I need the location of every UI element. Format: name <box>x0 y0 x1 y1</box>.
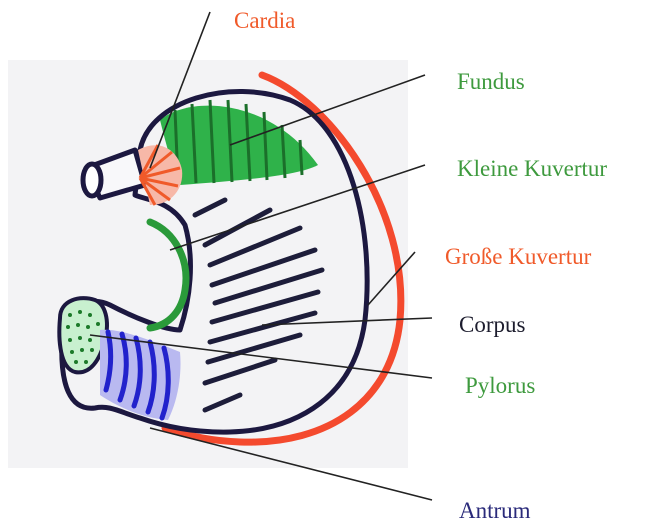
label-grosse-kuvertur: Große Kuvertur <box>445 245 591 268</box>
label-cardia: Cardia <box>234 9 295 32</box>
label-corpus: Corpus <box>459 313 525 336</box>
label-antrum: Antrum <box>459 499 531 522</box>
label-kleine-kuvertur: Kleine Kuvertur <box>457 157 607 180</box>
label-fundus: Fundus <box>457 70 525 93</box>
label-pylorus: Pylorus <box>465 374 535 397</box>
